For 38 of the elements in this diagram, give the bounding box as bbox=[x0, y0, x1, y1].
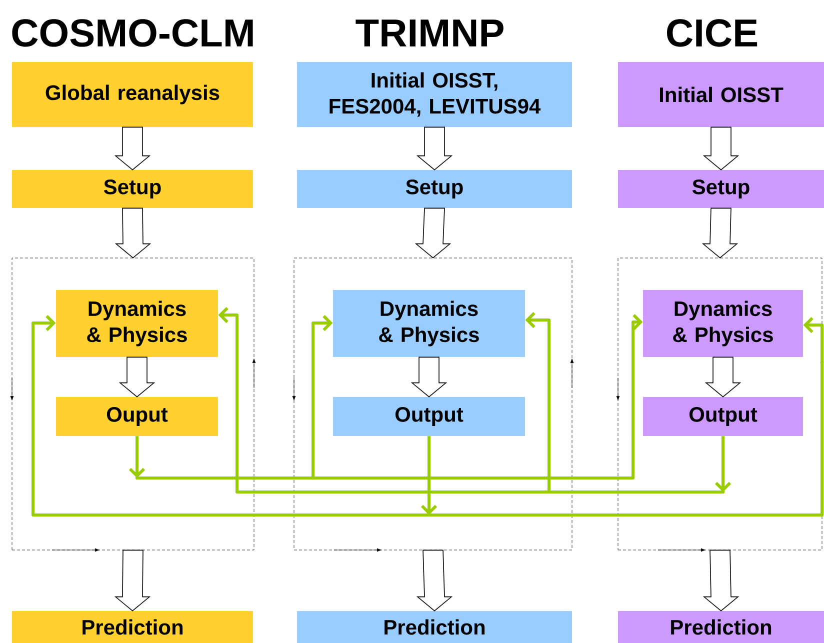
process-box: Setup bbox=[12, 170, 253, 208]
hollow-arrow bbox=[702, 550, 740, 612]
feedback-arrow bbox=[525, 312, 724, 494]
process-box: Output bbox=[333, 397, 525, 436]
process-box: Setup bbox=[297, 170, 572, 208]
hollow-arrow bbox=[114, 126, 151, 170]
hollow-arrow bbox=[704, 356, 742, 398]
dashed-frame bbox=[10, 258, 256, 552]
hollow-arrow bbox=[702, 208, 738, 258]
feedback-arrow bbox=[128, 314, 333, 480]
process-box: Prediction bbox=[618, 611, 824, 643]
process-box: Prediction bbox=[297, 611, 572, 643]
dashed-frame bbox=[292, 258, 574, 552]
hollow-arrow bbox=[114, 208, 152, 258]
hollow-arrow bbox=[702, 126, 740, 170]
process-box: Dynamics & Physics bbox=[643, 290, 803, 357]
hollow-arrow bbox=[416, 550, 453, 612]
process-box: Prediction bbox=[12, 611, 253, 643]
feedback-arrow bbox=[218, 306, 732, 494]
process-box: Setup bbox=[618, 170, 824, 208]
process-box: Global reanalysis bbox=[12, 62, 253, 127]
feedback-arrow bbox=[428, 316, 824, 516]
model-title: COSMO-CLM bbox=[12, 19, 253, 47]
feedback-arrow bbox=[136, 314, 643, 480]
hollow-arrow bbox=[414, 208, 452, 258]
model-title: TRIMNP bbox=[356, 20, 504, 46]
process-box: Output bbox=[643, 397, 803, 436]
process-box: Initial OISST, FES2004, LEVITUS94 bbox=[297, 62, 572, 127]
hollow-arrow bbox=[114, 550, 151, 612]
hollow-arrow bbox=[416, 126, 453, 170]
process-box: Dynamics & Physics bbox=[333, 290, 525, 357]
process-box: Ouput bbox=[56, 397, 218, 436]
process-box: Initial OISST bbox=[618, 62, 824, 127]
hollow-arrow bbox=[118, 356, 156, 398]
process-box: Dynamics & Physics bbox=[56, 290, 218, 357]
model-title: CICE bbox=[667, 19, 758, 47]
hollow-arrow bbox=[410, 356, 448, 398]
feedback-arrow bbox=[32, 314, 438, 516]
